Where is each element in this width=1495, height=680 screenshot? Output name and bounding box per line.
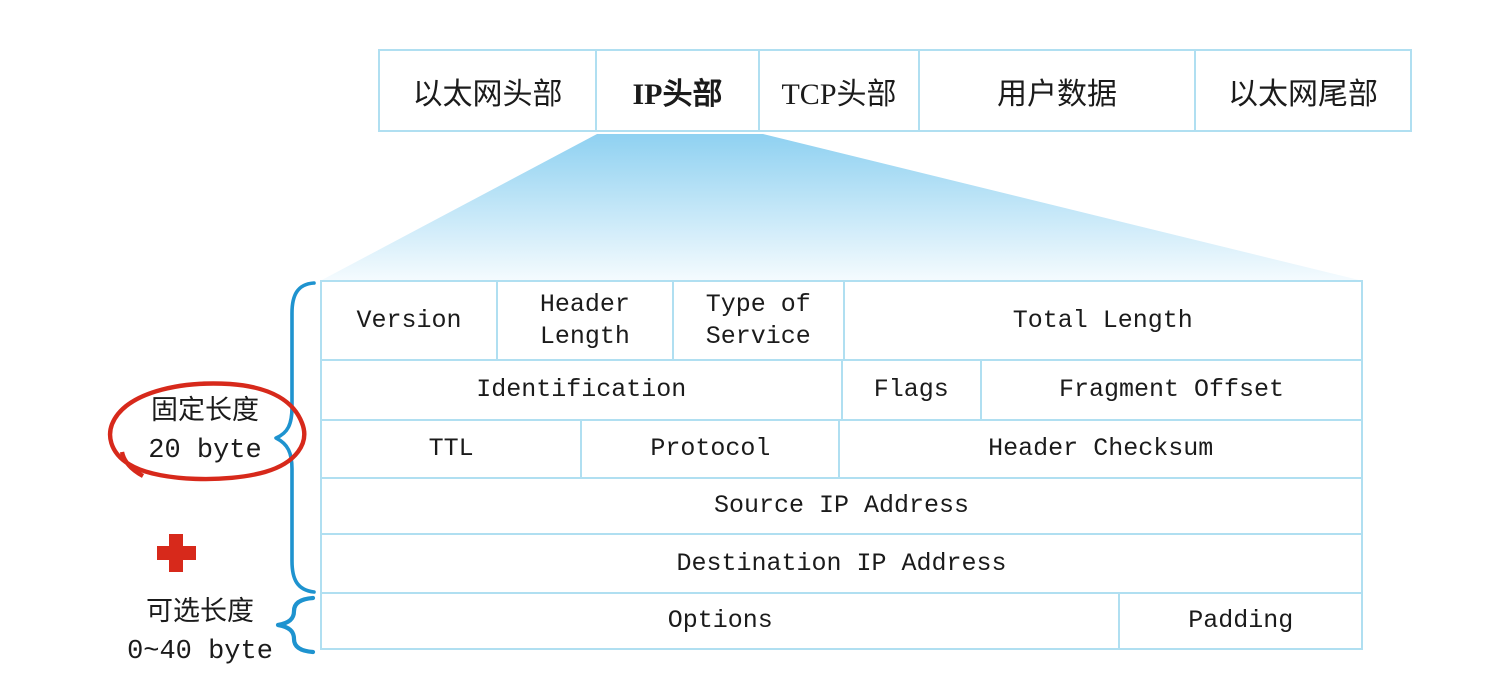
ip-field-ttl: TTL [322,421,583,479]
ip-table-row-3: TTL Protocol Header Checksum [322,421,1363,479]
fixed-length-label-line2: 20 byte [148,435,262,466]
red-plus-icon [157,534,196,572]
frame-cell-ethernet-header: 以太网头部 [378,49,597,132]
fixed-length-label-line1: 固定长度 [151,398,259,428]
ip-field-source-ip: Source IP Address [322,479,1363,535]
ip-table-row-5: Destination IP Address [322,535,1363,594]
frame-cell-tcp-header: TCP头部 [758,49,920,132]
ip-field-header-length: Header Length [497,282,674,361]
funnel-shape [320,134,1363,281]
ip-field-options: Options [322,594,1121,650]
ip-field-type-of-service: Type of Service [673,282,845,361]
ip-field-header-checksum: Header Checksum [840,421,1363,479]
frame-cell-ethernet-trailer: 以太网尾部 [1194,49,1412,132]
ip-field-total-length: Total Length [844,282,1363,361]
frame-cell-user-data: 用户数据 [918,49,1196,132]
ip-field-destination-ip: Destination IP Address [322,535,1363,594]
ip-field-protocol: Protocol [582,421,841,479]
optional-length-label: 可选长度 0~40 byte [110,596,290,672]
ethernet-frame-bar: 以太网头部 IP头部 TCP头部 用户数据 以太网尾部 [378,49,1412,132]
ip-table-row-1: Version Header Length Type of Service To… [322,282,1363,361]
optional-length-label-line1: 可选长度 [146,599,254,629]
ip-field-identification: Identification [322,361,843,421]
ip-field-padding: Padding [1120,594,1363,650]
optional-length-label-line2: 0~40 byte [127,636,273,667]
ip-table-row-6: Options Padding [322,594,1363,650]
ip-field-version: Version [322,282,498,361]
ip-header-table: Version Header Length Type of Service To… [320,280,1363,650]
ip-field-flags: Flags [842,361,982,421]
frame-cell-ip-header: IP头部 [595,49,760,132]
ip-field-fragment-offset: Fragment Offset [981,361,1363,421]
ip-table-row-2: Identification Flags Fragment Offset [322,361,1363,421]
ip-table-row-4: Source IP Address [322,479,1363,535]
fixed-length-label: 固定长度 20 byte [105,395,305,471]
